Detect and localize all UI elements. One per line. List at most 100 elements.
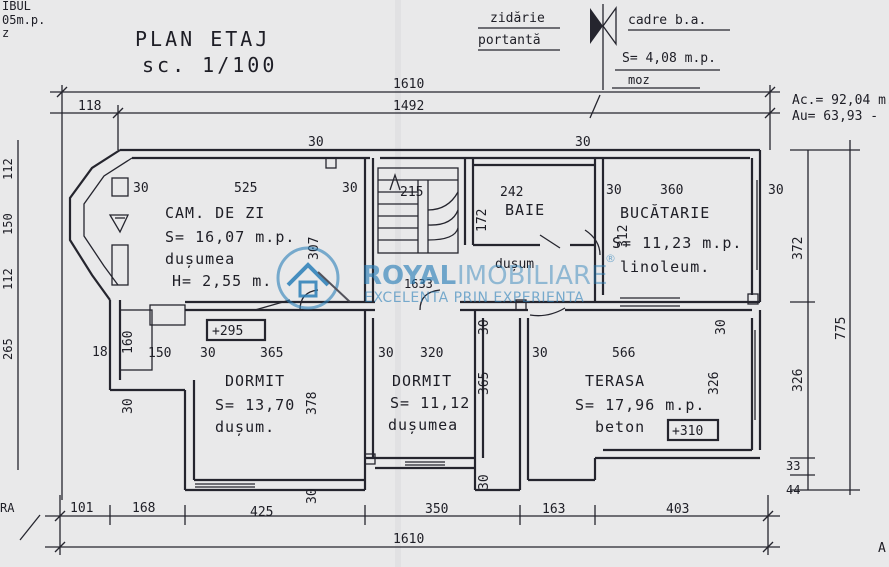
legend-material: moz <box>628 73 650 87</box>
stair-dimension: 1633 <box>404 277 433 291</box>
dim-i-21: 30 <box>532 346 548 361</box>
dim-i-1: 525 <box>234 181 257 196</box>
dim-b-0: 101 <box>70 501 93 516</box>
room-bedroom-2-name: DORMIT <box>392 372 452 390</box>
dim-r-1: 775 <box>834 317 849 340</box>
dim-i-2: 30 <box>342 181 358 196</box>
staircase: 1633 <box>377 167 459 291</box>
room-terrace: TERASA S= 17,96 m.p. beton <box>575 372 705 436</box>
room-kitchen-floor: linoleum. <box>620 258 710 276</box>
room-terrace-floor: beton <box>595 418 645 436</box>
dim-i-23: 365 <box>477 372 492 395</box>
room-bedroom-1-area: S= 13,70 <box>215 396 295 414</box>
top-dimension-lines: 1610 1492 118 <box>50 77 780 150</box>
room-bedroom-2: DORMIT S= 11,12 dușumea <box>388 372 470 434</box>
room-terrace-name: TERASA <box>585 372 645 390</box>
watermark-brand-2: IMOBILIARE <box>457 261 608 291</box>
dim-inner-top: 1492 <box>393 99 424 114</box>
dim-i-11: 172 <box>475 209 490 232</box>
dim-l-3: 265 <box>1 338 15 360</box>
dim-l-1: 150 <box>1 213 15 235</box>
openings <box>108 180 758 488</box>
dim-r-2: 326 <box>791 369 806 392</box>
dim-r-3: 33 <box>786 459 800 473</box>
dim-i-3: 215 <box>400 185 423 200</box>
corner-note-1: IBUL <box>2 0 31 13</box>
dim-b-2: 425 <box>250 505 273 520</box>
room-living-name: CAM. DE ZI <box>165 204 265 222</box>
bottom-right-note: A <box>878 541 886 556</box>
dim-total-top: 1610 <box>393 77 424 92</box>
dim-i-4: 242 <box>500 185 523 200</box>
room-bedroom-1-floor: dușum. <box>215 418 275 436</box>
dim-i-6: 360 <box>660 183 683 198</box>
dim-i-7: 30 <box>768 183 784 198</box>
plan-title: PLAN ETAJ <box>135 27 270 51</box>
dim-i-29: 30 <box>477 474 492 490</box>
dim-l-2: 112 <box>1 268 15 290</box>
dim-i-24: 30 <box>477 319 492 335</box>
room-living: CAM. DE ZI S= 16,07 m.p. dușumea H= 2,55… <box>165 204 295 290</box>
dim-i-26: 30 <box>714 319 729 335</box>
dim-i-8: 30 <box>308 135 324 150</box>
dim-i-27: 30 <box>121 398 136 414</box>
dim-i-20: 566 <box>612 346 635 361</box>
room-kitchen-name: BUCĂTARIE <box>620 203 710 222</box>
room-bedroom-2-area: S= 11,12 <box>390 394 470 412</box>
corner-note-2: 05m.p. <box>2 13 45 27</box>
elevation-box-1 <box>205 318 267 342</box>
watermark-registered: ® <box>605 252 616 265</box>
legend-walls: zidărie <box>490 11 545 26</box>
legend-walls-2: portantă <box>478 33 541 48</box>
dim-r-0: 372 <box>791 237 806 260</box>
dim-b-3: 350 <box>425 502 448 517</box>
elevation-1: +295 <box>212 324 243 339</box>
room-living-floor: dușumea <box>165 250 235 268</box>
right-dimension-lines: 372 775 326 33 44 <box>786 140 860 497</box>
plan-scale: sc. 1/100 <box>142 53 277 77</box>
dim-i-14: 18 <box>92 345 108 360</box>
dim-i-9: 30 <box>575 135 591 150</box>
dim-total-bottom: 1610 <box>393 532 424 547</box>
room-bath-name: BAIE <box>505 201 545 219</box>
dim-r-4: 44 <box>786 483 800 497</box>
room-kitchen-area: S= 11,23 m.p. <box>612 234 742 252</box>
dim-i-17: 365 <box>260 346 283 361</box>
watermark-tagline: EXCELENTA PRIN EXPERIENTA <box>364 290 584 306</box>
room-kitchen: BUCĂTARIE S= 11,23 m.p. linoleum. <box>612 203 742 276</box>
bottom-dimension-lines: 101 168 425 350 163 403 1610 RA A <box>0 495 886 556</box>
watermark: ROYAL IMOBILIARE ® EXCELENTA PRIN EXPERI… <box>276 246 616 310</box>
walls <box>68 148 762 492</box>
dim-i-12: 312 <box>616 225 631 248</box>
dim-b-5: 403 <box>666 502 689 517</box>
room-bedroom-1-name: DORMIT <box>225 372 285 390</box>
house-logo-icon <box>276 246 351 310</box>
elevation-box-2 <box>666 418 720 442</box>
dim-i-22: 378 <box>305 392 320 415</box>
dim-b-1: 168 <box>132 501 155 516</box>
watermark-brand-1: ROYAL <box>362 261 456 291</box>
dim-offset-left: 118 <box>78 99 101 114</box>
dim-i-19: 320 <box>420 346 443 361</box>
dim-i-5: 30 <box>606 183 622 198</box>
dim-i-28: 30 <box>305 488 320 504</box>
room-bedroom-2-floor: dușumea <box>388 416 458 434</box>
room-living-area: S= 16,07 m.p. <box>165 228 295 246</box>
hall-label: dușum <box>495 257 534 272</box>
room-living-height: H= 2,55 m. <box>172 272 272 290</box>
legend-concrete: cadre b.a. <box>628 13 706 28</box>
dim-i-0: 30 <box>133 181 149 196</box>
legend-area: S= 4,08 m.p. <box>622 51 716 66</box>
legend: zidărie portantă cadre b.a. S= 4,08 m.p.… <box>478 4 730 119</box>
legend-wall-hatch-icon <box>590 8 603 44</box>
dim-i-16: 30 <box>200 346 216 361</box>
dim-i-25: 326 <box>707 372 722 395</box>
dim-i-15: 160 <box>121 331 136 354</box>
left-edge-dimensions: 112 150 112 265 <box>1 140 63 541</box>
legend-concrete-icon <box>602 5 617 47</box>
elevation-2: +310 <box>672 424 703 439</box>
bottom-left-note: RA <box>0 501 15 515</box>
room-terrace-area: S= 17,96 m.p. <box>575 396 705 414</box>
total-built-area: Ac.= 92,04 m.p. <box>792 93 889 108</box>
